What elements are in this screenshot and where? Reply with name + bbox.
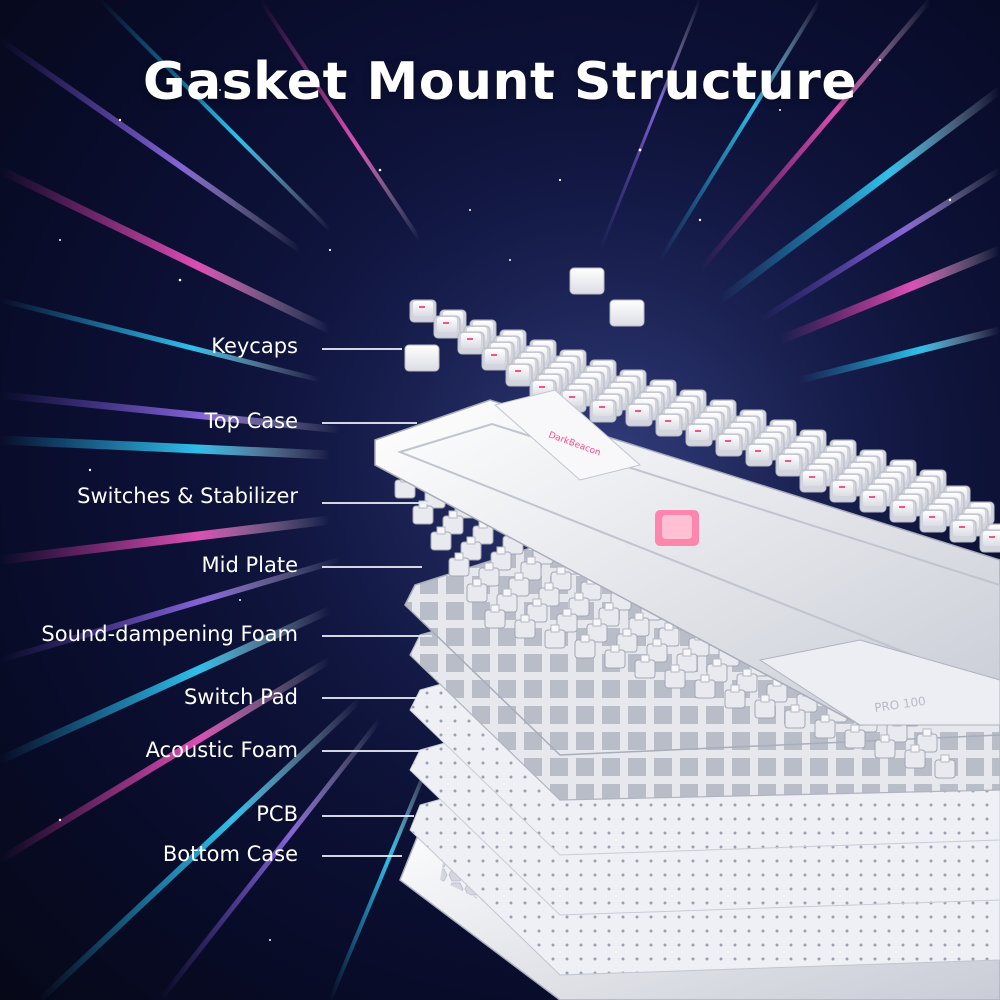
label-switch-pad: Switch Pad	[183, 685, 298, 709]
switch	[754, 694, 776, 719]
keycap	[457, 331, 485, 355]
switch	[460, 536, 482, 561]
leader-pcb	[322, 815, 414, 817]
keycap	[589, 399, 617, 423]
switch	[448, 552, 470, 577]
keycap	[404, 344, 440, 372]
switch	[736, 668, 758, 693]
top-case-layer: PRO 100	[374, 399, 1000, 726]
switch	[412, 500, 434, 525]
switch	[538, 582, 560, 607]
keycap	[609, 299, 645, 327]
switch	[904, 744, 926, 769]
leader-sound-foam	[322, 635, 432, 637]
keycap	[829, 479, 857, 503]
label-bottom-case: Bottom Case	[162, 842, 298, 866]
keycap	[919, 509, 947, 533]
switch	[466, 578, 488, 603]
keycap	[685, 423, 713, 447]
label-switches: Switches & Stabilizer	[77, 484, 298, 508]
switch	[604, 644, 626, 669]
switch	[934, 754, 956, 779]
leader-acoustic-foam	[322, 750, 422, 752]
keycap	[949, 519, 977, 543]
keycap	[715, 433, 743, 457]
switch	[550, 566, 572, 591]
leader-switches	[322, 502, 432, 504]
keycap	[655, 413, 683, 437]
switch	[478, 562, 500, 587]
switch	[706, 658, 728, 683]
label-sound-foam: Sound-dampening Foam	[41, 622, 298, 646]
label-top-case: Top Case	[204, 409, 298, 433]
switch	[496, 588, 518, 613]
switch	[664, 664, 686, 689]
logo-bar: DarkBeacon	[493, 389, 642, 481]
switch	[616, 628, 638, 653]
switch	[508, 572, 530, 597]
switch	[574, 634, 596, 659]
keycap	[409, 299, 437, 323]
keycap	[433, 315, 461, 339]
switch	[568, 592, 590, 617]
switch	[916, 728, 938, 753]
switch	[784, 704, 806, 729]
switch	[586, 618, 608, 643]
keycap	[799, 469, 827, 493]
switch	[442, 510, 464, 535]
switch	[874, 734, 896, 759]
switch	[844, 724, 866, 749]
keycap	[569, 267, 605, 295]
label-keycaps: Keycaps	[211, 334, 298, 358]
keycap	[505, 363, 533, 387]
switch	[556, 608, 578, 633]
switch	[526, 598, 548, 623]
keycaps-layer	[404, 267, 1000, 553]
switch	[544, 624, 566, 649]
switch	[484, 604, 506, 629]
switch	[520, 556, 542, 581]
highlighted-key	[655, 510, 699, 546]
leader-bottom-case	[322, 855, 402, 857]
label-acoustic-foam: Acoustic Foam	[145, 738, 298, 762]
switch	[814, 714, 836, 739]
leader-switch-pad	[322, 697, 430, 699]
switch	[628, 612, 650, 637]
switch	[490, 546, 512, 571]
switch	[724, 684, 746, 709]
switch	[514, 614, 536, 639]
keycap	[859, 489, 887, 513]
switch	[598, 602, 620, 627]
keycap	[979, 529, 1000, 553]
switch	[430, 526, 452, 551]
page-title: Gasket Mount Structure	[142, 52, 858, 112]
keycap	[889, 499, 917, 523]
switch	[694, 674, 716, 699]
switch	[658, 622, 680, 647]
leader-keycaps	[322, 348, 402, 350]
switch	[646, 638, 668, 663]
keycap	[745, 443, 773, 467]
leader-mid-plate	[322, 566, 422, 568]
switch	[634, 654, 656, 679]
keycap	[481, 347, 509, 371]
switch	[676, 648, 698, 673]
keycap	[625, 403, 653, 427]
leader-top-case	[322, 422, 417, 424]
keycap	[775, 453, 803, 477]
label-pcb: PCB	[256, 802, 298, 826]
label-mid-plate: Mid Plate	[201, 553, 298, 577]
